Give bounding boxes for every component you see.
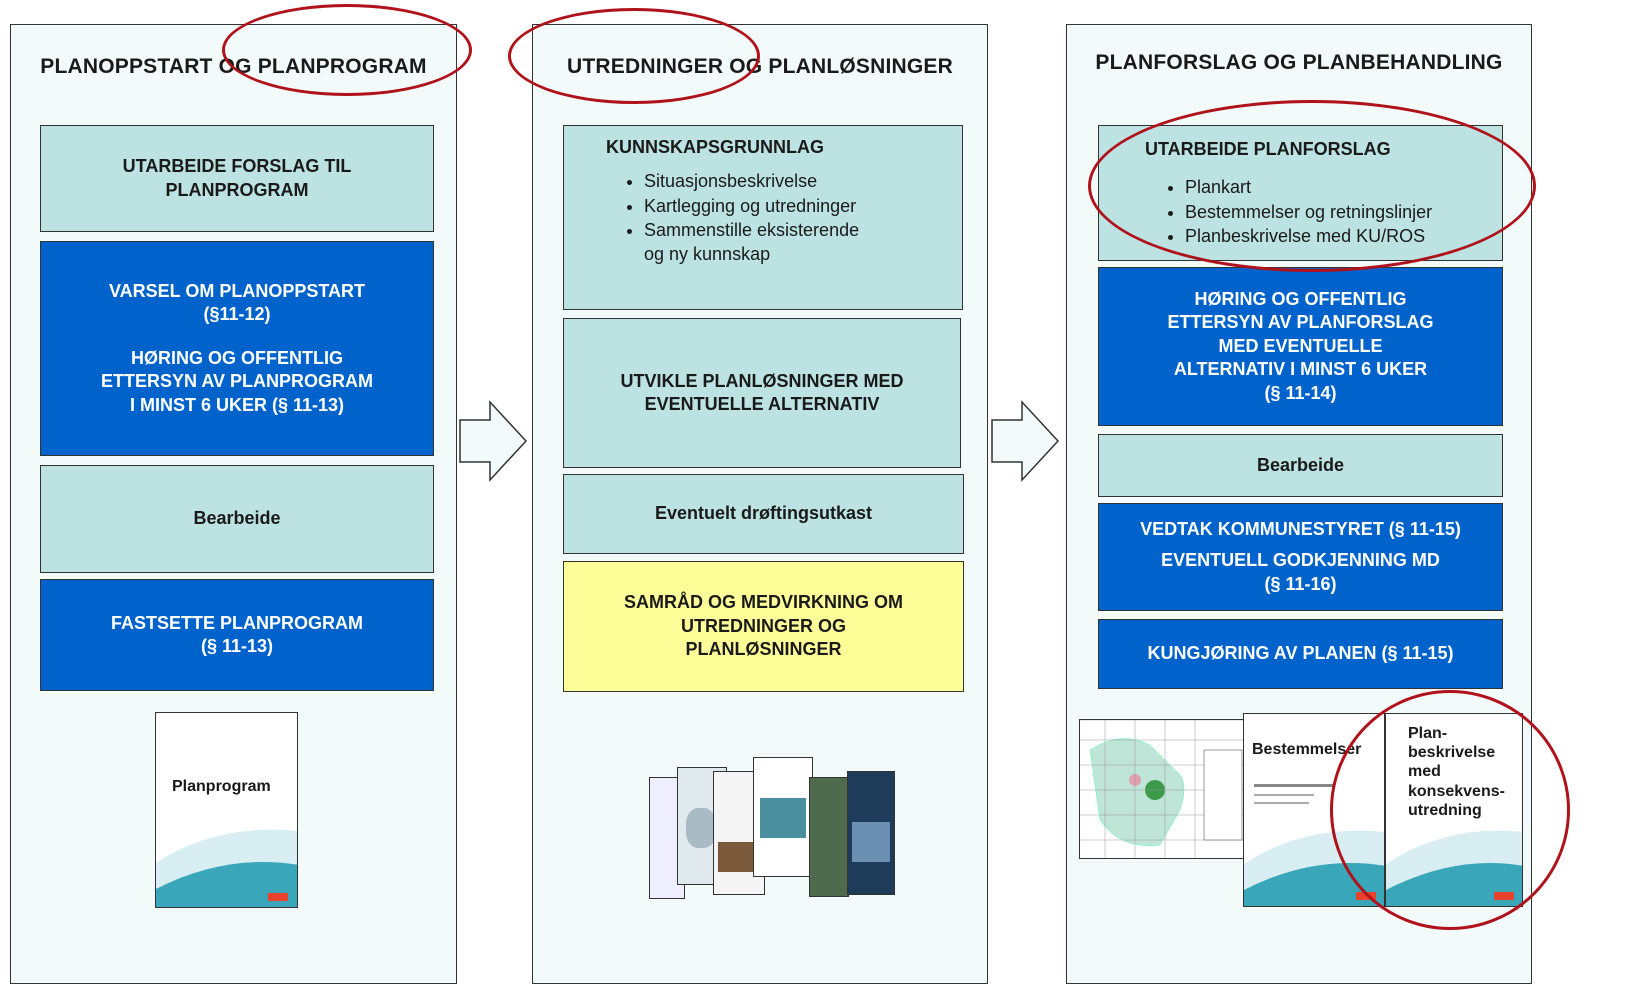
box-utarbeide-planforslag: UTARBEIDE PLANFORSLAG Plankart Bestemmel…	[1098, 125, 1503, 261]
box-utvikle-planlosninger: UTVIKLE PLANLØSNINGER MED EVENTUELLE ALT…	[563, 318, 961, 468]
box-line: (§ 11-14)	[1264, 382, 1337, 403]
doc-label: Planprogram	[172, 778, 271, 795]
box-line: ALTERNATIV I MINST 6 UKER	[1173, 359, 1428, 380]
wave-decoration	[156, 829, 297, 907]
box-kunnskapsgrunnlag: KUNNSKAPSGRUNNLAG Situasjonsbeskrivelse …	[563, 125, 963, 310]
bestemmelser-document: Bestemmelser	[1243, 713, 1385, 907]
box-line: UTREDNINGER OG	[680, 615, 846, 636]
box-text: KUNGJØRING AV PLANEN (§ 11-15)	[1147, 643, 1454, 664]
box-line: HØRING OG OFFENTLIG	[1194, 289, 1407, 310]
list-item: Kartlegging og utredninger	[644, 194, 859, 218]
list-item: Bestemmelser og retningslinjer	[1185, 200, 1432, 224]
box-fastsette-planprogram: FASTSETTE PLANPROGRAM (§ 11-13)	[40, 579, 434, 691]
list-item: Situasjonsbeskrivelse	[644, 169, 859, 193]
box-heading: KUNNSKAPSGRUNNLAG	[606, 137, 825, 157]
box-heading: UTARBEIDE PLANFORSLAG	[1145, 139, 1391, 159]
box-line: MED EVENTUELLE	[1218, 335, 1383, 356]
box-line: EVENTUELLE ALTERNATIV	[644, 394, 880, 414]
arrow-right-icon	[459, 400, 528, 482]
column-title: PLANFORSLAG OG PLANBEHANDLING	[1095, 51, 1503, 74]
doc-label-line: beskrivelse	[1408, 744, 1496, 762]
arrow-right-icon	[991, 400, 1060, 482]
box-line: (§ 11-16)	[1264, 573, 1337, 594]
list-item: Plankart	[1185, 175, 1432, 199]
box-line: I MINST 6 UKER (§ 11-13)	[129, 394, 345, 415]
doc-label-line: utredning	[1408, 801, 1482, 819]
bullet-list: Situasjonsbeskrivelse Kartlegging og utr…	[606, 169, 859, 266]
planbeskrivelse-document: Plan- beskrivelse med konsekvens- utredn…	[1385, 713, 1523, 907]
box-line: UTVIKLE PLANLØSNINGER MED	[620, 370, 904, 391]
box-kungjoring: KUNGJØRING AV PLANEN (§ 11-15)	[1098, 619, 1503, 689]
box-line: PLANLØSNINGER	[685, 639, 842, 660]
report-collage-image	[649, 755, 899, 905]
doc-label: Plan- beskrivelse med konsekvens- utredn…	[1408, 724, 1505, 820]
box-line: ETTERSYN AV PLANPROGRAM	[100, 371, 373, 392]
doc-label-line: konsekvens-	[1408, 782, 1505, 800]
box-text: Eventuelt drøftingsutkast	[654, 503, 873, 524]
column-title: UTREDNINGER OG PLANLØSNINGER	[567, 55, 953, 78]
box-line: HØRING OG OFFENTLIG	[131, 347, 343, 368]
box-line: FASTSETTE PLANPROGRAM	[110, 612, 363, 633]
box-vedtak-kommunestyret: VEDTAK KOMMUNESTYRET (§ 11-15) EVENTUELL…	[1098, 503, 1503, 611]
box-line: (§ 11-13)	[200, 636, 274, 656]
box-line: EVENTUELL GODKJENNING MD	[1161, 550, 1440, 571]
column-title: PLANOPPSTART OG PLANPROGRAM	[40, 55, 427, 78]
box-eventuelt-droftingsutkast: Eventuelt drøftingsutkast	[563, 474, 964, 554]
box-line: VEDTAK KOMMUNESTYRET (§ 11-15)	[1140, 518, 1461, 539]
box-varsel-om-planoppstart: VARSEL OM PLANOPPSTART (§11-12) HØRING O…	[40, 241, 434, 456]
report-thumbnail	[847, 771, 895, 895]
box-text: Bearbeide	[1256, 454, 1345, 475]
column-utredninger: UTREDNINGER OG PLANLØSNINGER KUNNSKAPSGR…	[532, 24, 988, 984]
box-line: SAMRÅD OG MEDVIRKNING OM	[624, 592, 903, 613]
box-line: (§11-12)	[203, 304, 271, 325]
bullet-list: Plankart Bestemmelser og retningslinjer …	[1145, 175, 1432, 248]
plankart-map-image	[1079, 719, 1245, 859]
doc-label-line: Plan-	[1408, 725, 1448, 742]
column-planoppstart: PLANOPPSTART OG PLANPROGRAM UTARBEIDE FO…	[10, 24, 457, 984]
box-bearbeide: Bearbeide	[1098, 434, 1503, 497]
box-text: Bearbeide	[193, 508, 281, 529]
doc-label: Bestemmelser	[1252, 741, 1362, 758]
map-icon	[1080, 720, 1244, 858]
box-samrad-og-medvirkning: SAMRÅD OG MEDVIRKNING OM UTREDNINGER OG …	[563, 561, 964, 692]
planprogram-document: Planprogram	[155, 712, 298, 908]
box-bearbeide: Bearbeide	[40, 465, 434, 573]
box-horing-planforslag: HØRING OG OFFENTLIG ETTERSYN AV PLANFORS…	[1098, 267, 1503, 426]
wave-decoration	[1244, 784, 1384, 906]
list-item: Planbeskrivelse med KU/ROS	[1185, 224, 1432, 248]
report-thumbnail	[809, 777, 849, 897]
box-line: ETTERSYN AV PLANFORSLAG	[1167, 312, 1434, 333]
report-thumbnail	[753, 757, 813, 877]
wave-decoration	[1386, 830, 1522, 906]
box-line: VARSEL OM PLANOPPSTART	[108, 281, 366, 302]
doc-label-line: med	[1408, 763, 1441, 781]
column-planforslag: PLANFORSLAG OG PLANBEHANDLING UTARBEIDE …	[1066, 24, 1532, 984]
